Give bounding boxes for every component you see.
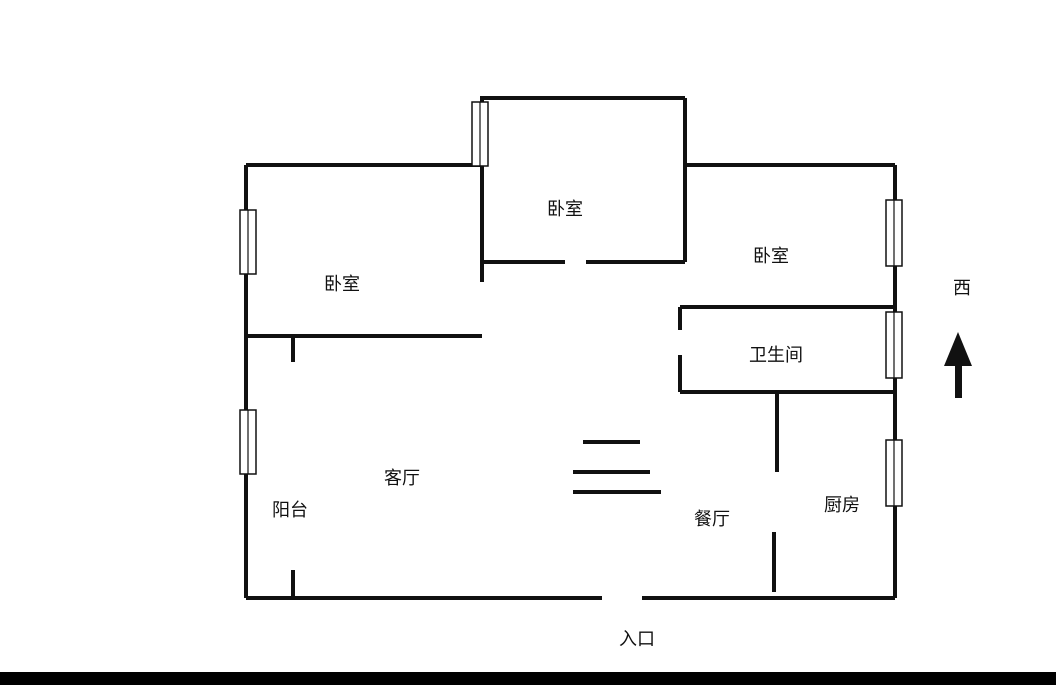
window-kitchen xyxy=(885,439,903,507)
label-balcony: 阳台 xyxy=(272,500,308,521)
label-bedroom-top: 卧室 xyxy=(547,199,583,220)
window-right-bedroom xyxy=(885,199,903,267)
window-bathroom xyxy=(885,311,903,379)
interior-walls xyxy=(246,98,895,598)
window-top-bedroom xyxy=(471,101,489,167)
label-entrance: 入口 xyxy=(619,629,655,650)
stairs-symbol xyxy=(573,440,661,494)
label-bedroom-left: 卧室 xyxy=(324,274,360,295)
label-bathroom: 卫生间 xyxy=(749,345,803,366)
label-kitchen: 厨房 xyxy=(824,495,860,516)
label-direction: 西 xyxy=(953,278,971,299)
window-balcony xyxy=(239,409,257,475)
window-left-bedroom xyxy=(239,209,257,275)
label-living-room: 客厅 xyxy=(384,468,420,489)
bottom-bar xyxy=(0,672,1056,685)
label-bedroom-right: 卧室 xyxy=(753,246,789,267)
north-arrow-icon xyxy=(944,332,972,398)
label-dining-room: 餐厅 xyxy=(694,509,730,530)
